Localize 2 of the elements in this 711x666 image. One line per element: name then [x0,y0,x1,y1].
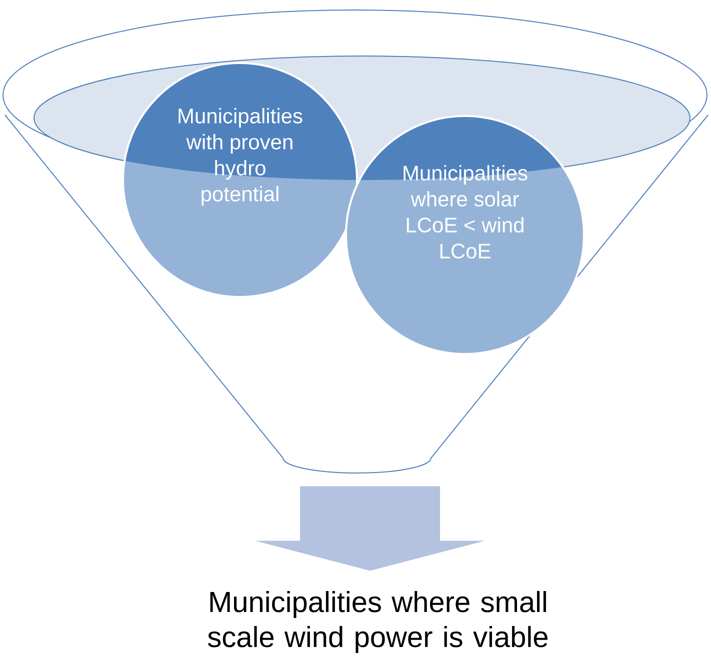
result-text: Municipalities where small scale wind power is viable [208,591,548,654]
block-arrow [255,486,485,571]
